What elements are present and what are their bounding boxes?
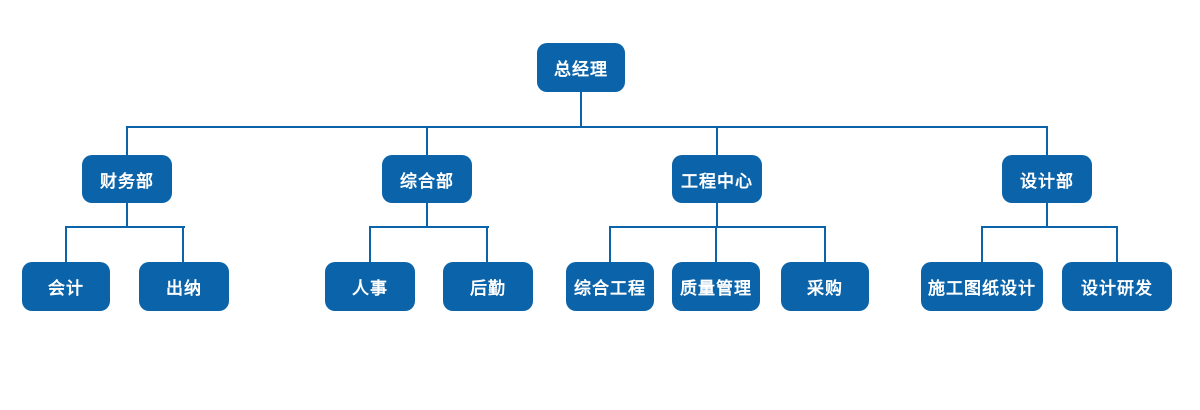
connector-drop-accounting: [65, 226, 67, 262]
org-node-design-dept: 设计部: [1002, 155, 1092, 203]
connector-general-affairs-bus: [369, 226, 489, 228]
org-node-accounting: 会计: [22, 262, 110, 311]
connector-drop-general-engineering: [609, 226, 611, 262]
org-node-general-affairs-dept: 综合部: [382, 155, 472, 203]
connector-drop-quality-management: [715, 226, 717, 262]
connector-finance-stub: [126, 203, 128, 227]
org-node-cashier: 出纳: [139, 262, 229, 311]
connector-drop-design-rnd: [1116, 226, 1118, 262]
connector-finance-bus: [65, 226, 185, 228]
org-node-finance-dept: 财务部: [82, 155, 172, 203]
connector-level1-bus: [126, 126, 1048, 128]
org-node-logistics: 后勤: [443, 262, 533, 311]
connector-drop-finance: [126, 126, 128, 155]
connector-drop-general-affairs: [426, 126, 428, 155]
connector-drop-procurement: [824, 226, 826, 262]
connector-root-stub: [580, 92, 582, 127]
org-node-general-manager: 总经理: [537, 43, 625, 92]
org-node-construction-drawing-design: 施工图纸设计: [921, 262, 1043, 311]
org-node-procurement: 采购: [781, 262, 869, 311]
org-node-quality-management: 质量管理: [672, 262, 760, 311]
connector-design-bus: [981, 226, 1118, 228]
org-node-general-engineering: 综合工程: [566, 262, 654, 311]
connector-design-stub: [1046, 203, 1048, 227]
org-node-design-rnd: 设计研发: [1062, 262, 1172, 311]
connector-drop-engineering: [716, 126, 718, 155]
connector-drop-logistics: [486, 226, 488, 262]
connector-drop-construction-drawing-design: [981, 226, 983, 262]
org-node-hr: 人事: [325, 262, 415, 311]
org-node-engineering-center: 工程中心: [672, 155, 762, 203]
connector-drop-cashier: [182, 226, 184, 262]
connector-drop-hr: [369, 226, 371, 262]
connector-engineering-stub: [716, 203, 718, 227]
connector-drop-design: [1046, 126, 1048, 155]
connector-general-affairs-stub: [426, 203, 428, 227]
connector-engineering-bus: [609, 226, 826, 228]
